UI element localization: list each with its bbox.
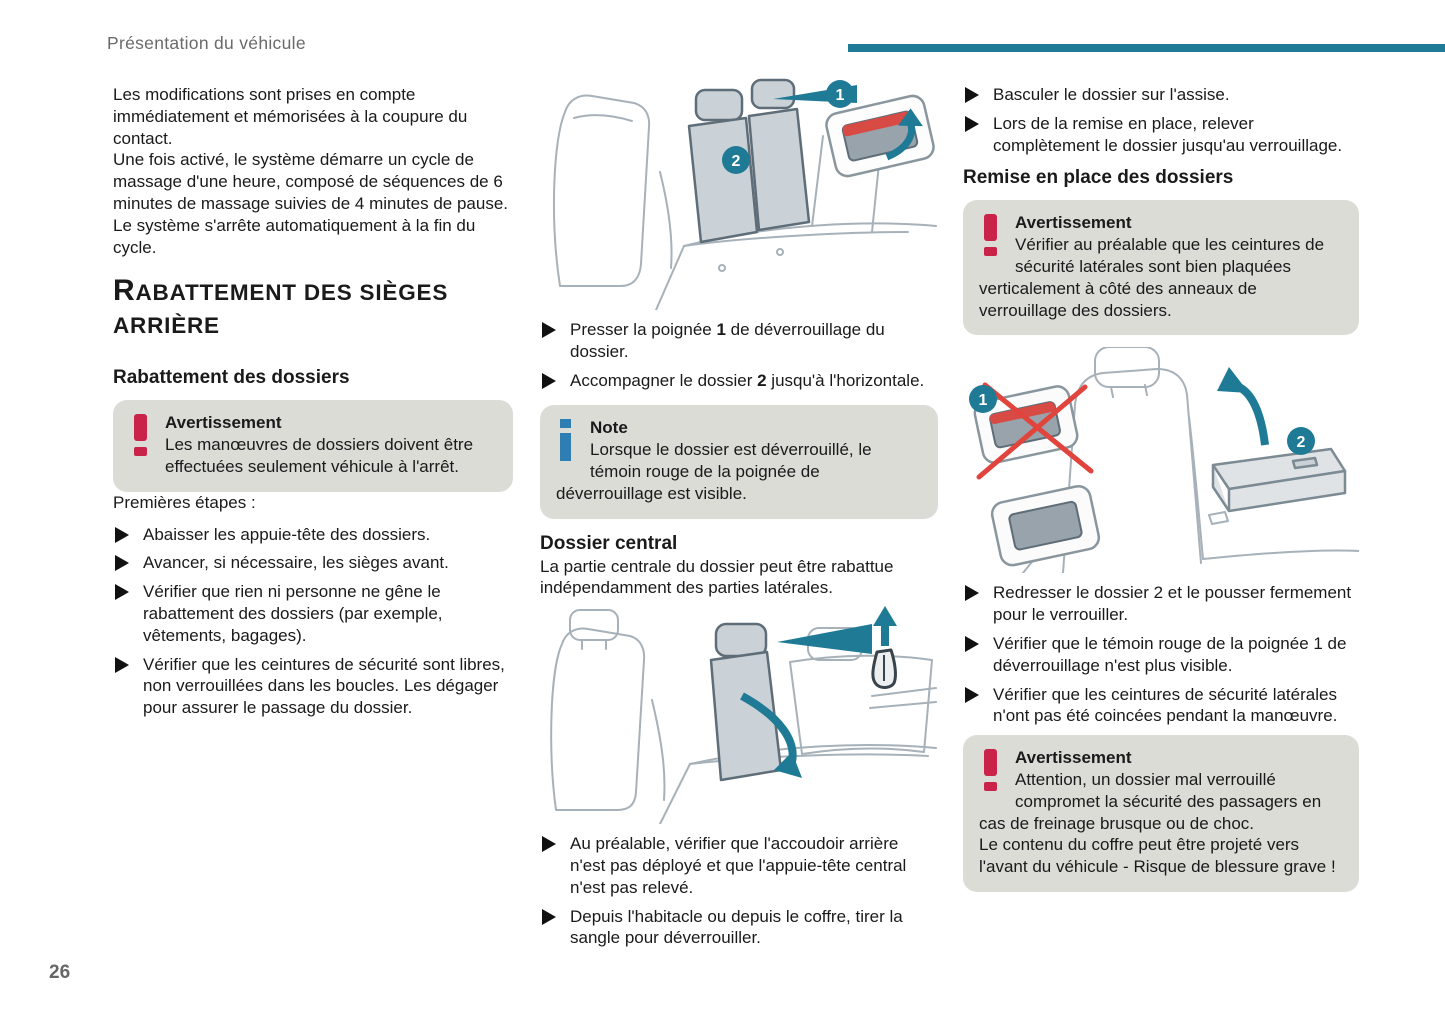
instruction-text: Depuis l'habitacle ou depuis le coffre, …	[570, 906, 903, 948]
note-title: Note	[590, 418, 628, 438]
instruction-text: Lors de la remise en place, relever comp…	[993, 113, 1343, 155]
subsection-title: Dossier central	[540, 532, 678, 554]
instruction-text: Vérifier que rien ni personne ne gêne le…	[143, 582, 443, 645]
svg-text:1: 1	[836, 87, 845, 104]
triangle-bullet-icon	[542, 322, 556, 338]
instruction-list: Presser la poignée 1 de déverrouillage d…	[540, 319, 938, 391]
warning-text: Vérifier au préalable que les ceintures …	[979, 235, 1325, 320]
instruction-text: Au préalable, vérifier que l'accoudoir a…	[570, 834, 907, 897]
central-paragraph: La partie centrale du dossier peut être …	[540, 556, 894, 598]
instruction-text: Accompagner le dossier 2 jusqu'à l'horiz…	[570, 370, 925, 390]
steps-label: Premières étapes :	[113, 492, 256, 512]
svg-text:2: 2	[732, 153, 741, 170]
warning-box: Avertissement Attention, un dossier mal …	[963, 735, 1359, 892]
callout-2: 2	[722, 146, 750, 174]
svg-text:1: 1	[979, 392, 988, 409]
list-item: Basculer le dossier sur l'assise.	[963, 84, 1359, 106]
section-title: Rabattement des sièges arrière	[113, 274, 449, 339]
figure-rear-seat-fold-handle: 2 1	[552, 78, 937, 310]
instruction-text: Vérifier que les ceintures de sécurité l…	[993, 684, 1338, 726]
subsection-title: Rabattement des dossiers	[113, 367, 350, 389]
page-header-title: Présentation du véhicule	[107, 33, 306, 53]
pull-up-arrow-icon	[873, 606, 897, 647]
list-item: Lors de la remise en place, relever comp…	[963, 113, 1359, 157]
list-item: Au préalable, vérifier que l'accoudoir a…	[540, 833, 938, 898]
triangle-bullet-icon	[115, 555, 129, 572]
highlighted-central-backrest	[709, 622, 783, 782]
list-item: Abaisser les appuie-tête des dossiers.	[113, 524, 513, 546]
red-cross-icon	[976, 382, 1094, 480]
list-item: Vérifier que le témoin rouge de la poign…	[963, 633, 1359, 677]
unlock-handle-inset	[825, 94, 935, 178]
figure-backrest-reinstall: 1 2	[969, 347, 1359, 574]
list-item: Redresser le dossier 2 et le pousser fer…	[963, 582, 1359, 626]
intro-paragraph: Les modifications sont prises en compte …	[113, 85, 468, 148]
instruction-list: Basculer le dossier sur l'assise. Lors d…	[963, 84, 1359, 156]
instruction-text: Abaisser les appuie-tête des dossiers.	[143, 524, 431, 544]
intro-paragraph: Une fois activé, le système démarre un c…	[113, 150, 509, 213]
list-item: Avancer, si nécessaire, les sièges avant…	[113, 552, 513, 574]
note-box: Note Lorsque le dossier est déverrouillé…	[540, 405, 938, 519]
list-item: Vérifier que les ceintures de sécurité s…	[113, 654, 513, 719]
triangle-bullet-icon	[965, 585, 979, 602]
warning-box: Avertissement Vérifier au préalable que …	[963, 200, 1359, 336]
warning-title: Avertissement	[165, 413, 282, 433]
folded-backrest	[1211, 448, 1347, 513]
warning-exclamation-icon	[131, 414, 159, 457]
list-item: Presser la poignée 1 de déverrouillage d…	[540, 319, 938, 363]
list-item: Vérifier que les ceintures de sécurité l…	[963, 684, 1359, 728]
seat-outline-art	[550, 609, 937, 825]
subsection-title: Remise en place des dossiers	[963, 167, 1234, 189]
column-left: Les modifications sont prises en compte …	[113, 84, 513, 726]
triangle-bullet-icon	[965, 115, 979, 132]
lift-direction-arrow-icon	[1217, 367, 1269, 446]
instruction-list: Au préalable, vérifier que l'accoudoir a…	[540, 833, 938, 949]
red-indicator-stripe	[842, 111, 912, 137]
triangle-bullet-icon	[965, 635, 979, 652]
column-middle: 2 1 Presser la poignée 1 de déverrouilla…	[540, 72, 938, 956]
column-right: Basculer le dossier sur l'assise. Lors d…	[963, 84, 1359, 892]
callout-1: 1	[969, 385, 997, 414]
triangle-bullet-icon	[542, 836, 556, 853]
intro-paragraph: Le système s'arrête automatiquement à la…	[113, 215, 476, 257]
figure-central-backrest-fold	[550, 606, 937, 825]
warning-title: Avertissement	[1015, 213, 1132, 233]
svg-text:2: 2	[1297, 434, 1306, 451]
warning-text: Attention, un dossier mal verrouillé com…	[979, 769, 1322, 833]
triangle-bullet-icon	[965, 87, 979, 103]
instruction-list: Abaisser les appuie-tête des dossiers. A…	[113, 524, 513, 719]
instruction-text: Vérifier que le témoin rouge de la poign…	[993, 633, 1347, 675]
instruction-text: Presser la poignée 1 de déverrouillage d…	[570, 320, 885, 361]
warning-exclamation-icon	[981, 749, 1009, 792]
triangle-bullet-icon	[115, 656, 129, 673]
fold-direction-arrow-icon	[740, 692, 802, 779]
instruction-list: Redresser le dossier 2 et le pousser fer…	[963, 582, 1359, 727]
triangle-bullet-icon	[542, 372, 556, 389]
triangle-bullet-icon	[965, 686, 979, 703]
header-accent-bar	[848, 44, 1445, 52]
callout-2: 2	[1287, 427, 1315, 456]
warning-box: Avertissement Les manœuvres de dossiers …	[113, 400, 513, 492]
warning-exclamation-icon	[981, 214, 1009, 257]
instruction-text: Avancer, si nécessaire, les sièges avant…	[143, 553, 449, 573]
list-item: Vérifier que rien ni personne ne gêne le…	[113, 581, 513, 646]
triangle-bullet-icon	[115, 526, 129, 543]
note-text: Lorsque le dossier est déverrouillé, le …	[556, 440, 872, 503]
triangle-bullet-icon	[542, 908, 556, 925]
callout-1: 1	[826, 80, 854, 108]
list-item: Accompagner le dossier 2 jusqu'à l'horiz…	[540, 370, 938, 392]
list-item: Depuis l'habitacle ou depuis le coffre, …	[540, 906, 938, 950]
release-strap	[871, 648, 897, 690]
pointer-arrow-icon	[777, 624, 872, 655]
warning-title: Avertissement	[1015, 748, 1132, 768]
instruction-text: Vérifier que les ceintures de sécurité s…	[143, 654, 505, 718]
triangle-bullet-icon	[115, 584, 129, 601]
handle-plates	[973, 385, 1101, 567]
instruction-text: Redresser le dossier 2 et le pousser fer…	[993, 583, 1352, 625]
info-icon	[558, 419, 582, 462]
warning-text: Les manœuvres de dossiers doivent être e…	[165, 435, 474, 476]
warning-text: Le contenu du coffre peut être projeté v…	[979, 835, 1336, 877]
instruction-text: Basculer le dossier sur l'assise.	[993, 85, 1230, 104]
page-number: 26	[49, 962, 71, 983]
